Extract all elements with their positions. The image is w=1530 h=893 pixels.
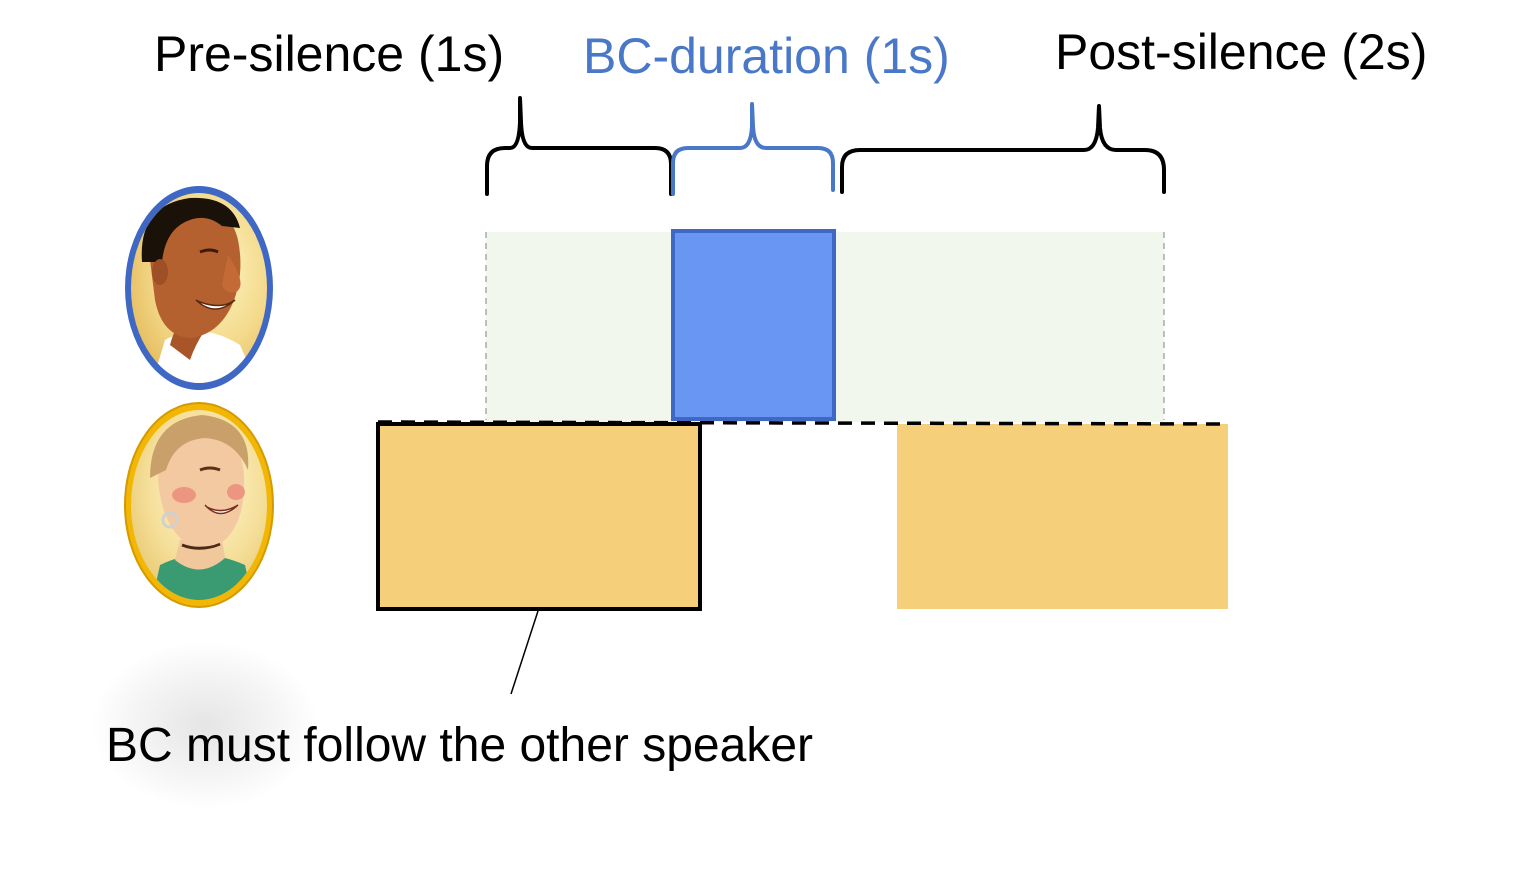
pre-silence-brace (485, 96, 673, 196)
caption-pointer-line (510, 610, 539, 695)
post-silence-label: Post-silence (2s) (1055, 24, 1428, 80)
bc-segment (671, 229, 836, 421)
shadow-decoration (90, 640, 320, 810)
bc-duration-label: BC-duration (1s) (583, 28, 950, 84)
man-avatar-icon (125, 186, 273, 390)
bc-duration-brace (671, 102, 835, 196)
pre-silence-label: Pre-silence (1s) (154, 26, 505, 82)
post-silence-brace (840, 104, 1166, 194)
caption-text: BC must follow the other speaker (106, 719, 813, 772)
other-speaker-segment-after (897, 424, 1228, 609)
other-speaker-segment-before (376, 422, 702, 611)
woman-avatar-icon (124, 402, 274, 608)
track-separator-line (377, 420, 1229, 426)
